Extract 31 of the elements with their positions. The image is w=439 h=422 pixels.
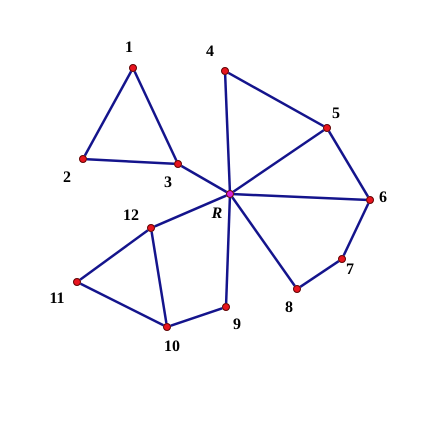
- edge-line: [231, 196, 296, 286]
- edge-line: [224, 198, 232, 304]
- vertex-label: 11: [48, 289, 66, 309]
- vertex-label: 6: [378, 188, 388, 208]
- edge-line: [180, 164, 228, 194]
- edge-line: [86, 158, 174, 166]
- edge-line: [80, 282, 164, 326]
- vertex-label: 8: [284, 298, 294, 318]
- edge-line: [300, 260, 340, 288]
- vertex-label: 12: [122, 206, 140, 226]
- edge-line: [234, 192, 366, 202]
- vertex-label: 1: [124, 38, 134, 58]
- vertex-label: 9: [232, 315, 242, 335]
- edge-line: [134, 71, 178, 161]
- vertex-label: 10: [163, 337, 181, 357]
- vertex-label: 7: [345, 260, 355, 280]
- edge-line: [154, 194, 227, 228]
- vertex-label: 4: [205, 42, 215, 62]
- edge-line: [150, 232, 168, 324]
- edge-line: [232, 129, 324, 193]
- vertex-label: R: [210, 204, 224, 224]
- edge-line: [84, 70, 132, 156]
- edge-line: [328, 130, 370, 198]
- edge-line: [224, 74, 232, 190]
- vertex-label: 3: [163, 173, 173, 193]
- edge-line: [342, 203, 370, 256]
- edge-line: [228, 72, 324, 128]
- edge-line: [170, 307, 223, 327]
- edge-line: [80, 229, 148, 281]
- vertex-label: 5: [331, 104, 341, 124]
- vertex-label: 2: [62, 168, 72, 188]
